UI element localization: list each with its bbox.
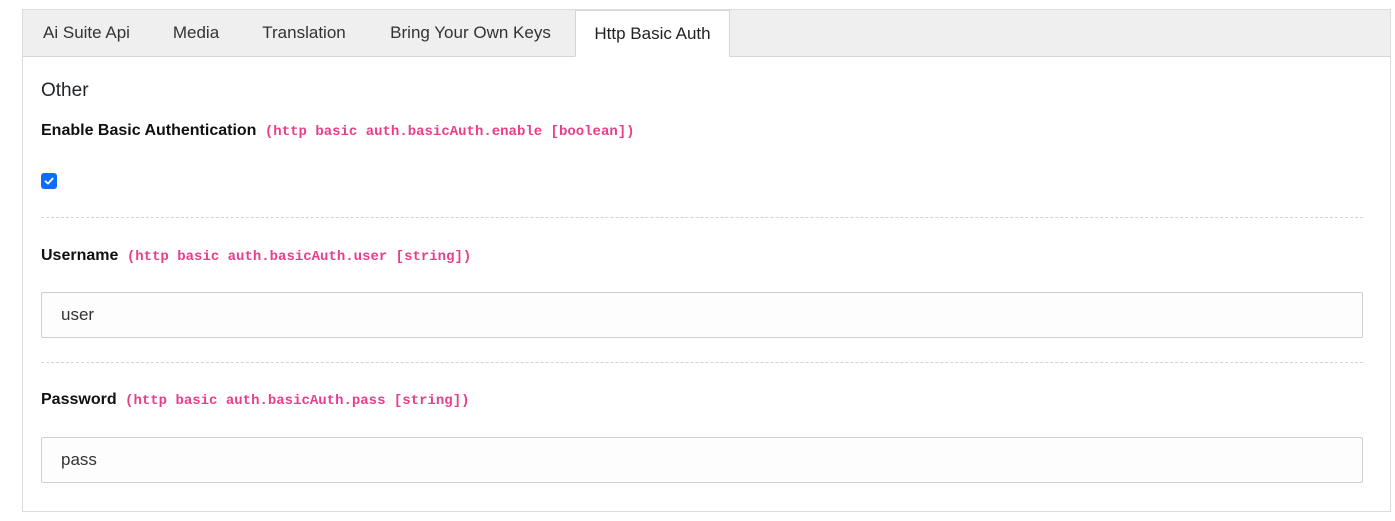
checkmark-icon <box>44 177 54 185</box>
tab-ai-suite-api[interactable]: Ai Suite Api <box>43 23 130 42</box>
tab-bar: Ai Suite Api Media Translation Bring You… <box>23 10 1390 57</box>
password-label: Password (http basic auth.basicAuth.pass… <box>41 391 470 409</box>
enable-basic-auth-label-text: Enable Basic Authentication <box>41 122 257 139</box>
username-label: Username (http basic auth.basicAuth.user… <box>41 247 471 265</box>
username-input[interactable] <box>41 292 1363 338</box>
section-title: Other <box>41 80 89 101</box>
tab-translation[interactable]: Translation <box>262 23 346 42</box>
enable-basic-auth-key: (http basic auth.basicAuth.enable [boole… <box>264 124 635 140</box>
password-key: (http basic auth.basicAuth.pass [string]… <box>125 393 470 409</box>
tab-bring-your-own-keys[interactable]: Bring Your Own Keys <box>390 23 551 42</box>
divider <box>41 362 1363 363</box>
username-key: (http basic auth.basicAuth.user [string]… <box>126 249 472 265</box>
password-label-text: Password <box>41 391 117 408</box>
tab-http-basic-auth[interactable]: Http Basic Auth <box>575 10 730 57</box>
tab-media[interactable]: Media <box>172 23 220 42</box>
divider <box>41 217 1363 218</box>
enable-basic-auth-checkbox[interactable] <box>41 173 57 189</box>
username-label-text: Username <box>41 247 119 264</box>
enable-basic-auth-label: Enable Basic Authentication (http basic … <box>41 122 635 140</box>
settings-panel: Ai Suite Api Media Translation Bring You… <box>22 9 1391 512</box>
password-input[interactable] <box>41 437 1363 483</box>
